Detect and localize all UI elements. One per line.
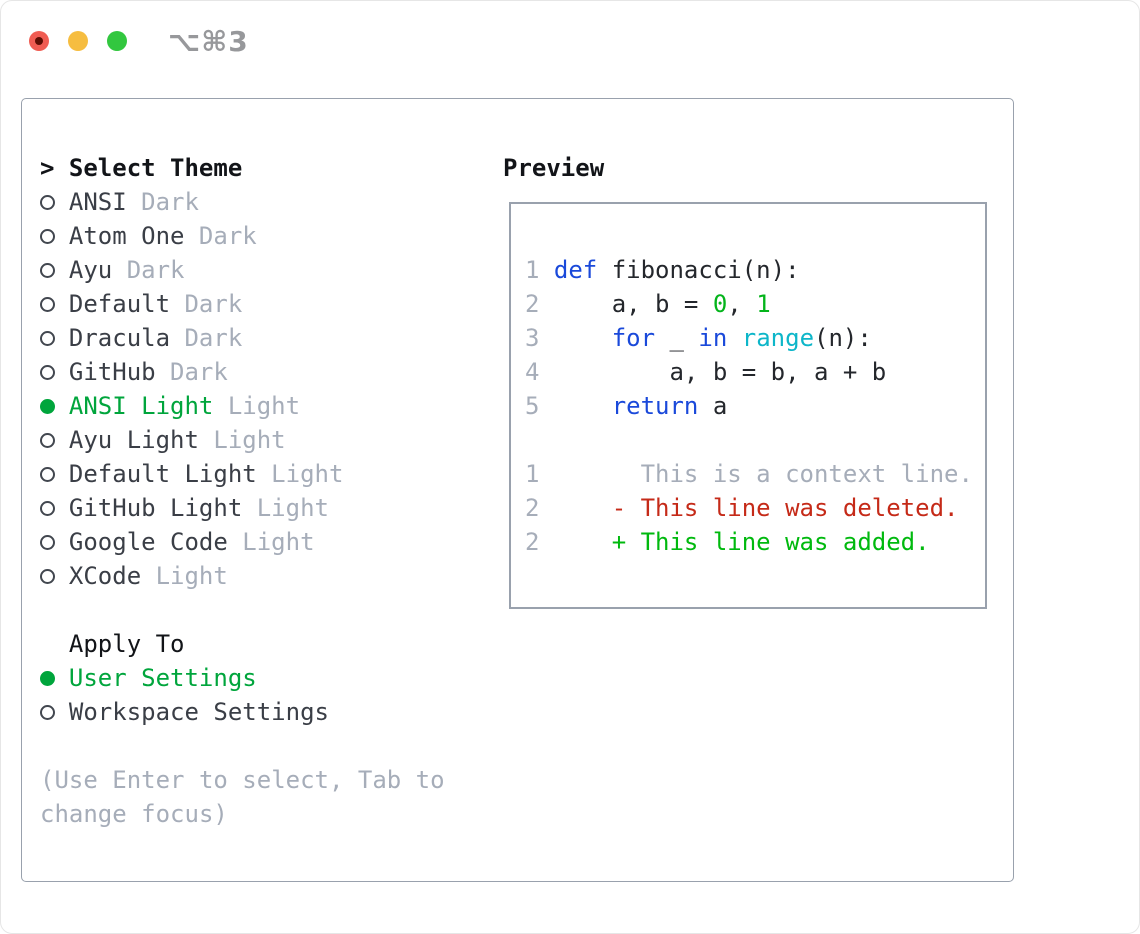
line-number: 2 (525, 528, 540, 556)
select-theme-header: > Select Theme (40, 151, 480, 185)
apply-to-header: Apply To (68, 630, 185, 658)
help-text: (Use Enter to select, Tab to change focu… (40, 766, 445, 828)
radio-selected-icon (40, 670, 55, 686)
radio-icon (40, 568, 55, 584)
minimize-button[interactable] (68, 31, 88, 51)
theme-variant-label: Light (227, 392, 301, 420)
theme-name: Ayu (68, 256, 113, 284)
preview-code-box: 1 def fibonacci(n): 2 a, b = 0, 1 3 for _… (509, 202, 987, 609)
line-number: 1 (525, 256, 540, 284)
code-text: + This line was added. (553, 528, 930, 556)
theme-name: GitHub (68, 358, 156, 386)
radio-icon (40, 704, 55, 720)
theme-name: XCode (68, 562, 142, 590)
code-text: for _ in range(n): (611, 324, 872, 352)
code-line: 3 for _ in range(n): (525, 321, 985, 355)
select-theme-title: Select Theme (68, 154, 243, 182)
cursor-arrow-icon: > (40, 154, 55, 182)
code-text: return a (611, 392, 728, 420)
radio-icon (40, 432, 55, 448)
apply-option-label: Workspace Settings (68, 698, 329, 726)
code-line: 2 a, b = 0, 1 (525, 287, 985, 321)
code-line: 2 + This line was added. (525, 525, 985, 559)
theme-variant-label: Light (242, 528, 315, 556)
line-number: 3 (525, 324, 540, 352)
theme-variant-label: Dark (170, 358, 228, 386)
theme-option-row[interactable]: Atom One Dark (40, 219, 480, 253)
apply-option-row[interactable]: User Settings (40, 661, 480, 695)
code-line (525, 423, 985, 457)
code-text: a, b = 0, 1 (553, 290, 771, 318)
apply-option-label: User Settings (68, 664, 257, 692)
radio-icon (40, 466, 55, 482)
theme-variant-label: Light (155, 562, 228, 590)
theme-name: Ayu Light (68, 426, 199, 454)
theme-name: ANSI Light (68, 392, 214, 420)
theme-option-row[interactable]: Google Code Light (40, 525, 480, 559)
theme-option-row[interactable]: Ayu Light Light (40, 423, 480, 457)
preview-title: Preview (503, 154, 605, 182)
apply-to-list: User Settings Workspace Settings (40, 661, 480, 729)
theme-name: Atom One (68, 222, 185, 250)
theme-option-row[interactable]: GitHub Dark (40, 355, 480, 389)
close-button[interactable] (29, 31, 49, 51)
theme-option-row[interactable]: ANSI Light Light (40, 389, 480, 423)
code-line: 1 def fibonacci(n): (525, 253, 985, 287)
theme-option-row[interactable]: XCode Light (40, 559, 480, 593)
theme-variant-label: Light (213, 426, 286, 454)
window-shortcut-label: ⌥⌘3 (168, 25, 249, 58)
radio-selected-icon (40, 398, 55, 414)
theme-name: Google Code (68, 528, 228, 556)
close-icon (35, 37, 43, 45)
theme-name: Dracula (68, 324, 171, 352)
theme-variant-label: Dark (198, 222, 257, 250)
code-text: - This line was deleted. (553, 494, 959, 522)
theme-name: Default Light (68, 460, 257, 488)
radio-icon (40, 262, 55, 278)
radio-icon (40, 330, 55, 346)
radio-icon (40, 228, 55, 244)
radio-icon (40, 500, 55, 516)
theme-option-row[interactable]: GitHub Light Light (40, 491, 480, 525)
code-line: 2 - This line was deleted. (525, 491, 985, 525)
spacer (40, 593, 480, 627)
radio-icon (40, 296, 55, 312)
theme-variant-label: Dark (184, 324, 243, 352)
theme-name: ANSI (68, 188, 127, 216)
radio-icon (40, 194, 55, 210)
theme-variant-label: Dark (126, 256, 185, 284)
theme-name: Default (68, 290, 171, 318)
radio-icon (40, 534, 55, 550)
code-line: 5 return a (525, 389, 985, 423)
code-text: This is a context line. (553, 460, 973, 488)
code-line: 4 a, b = b, a + b (525, 355, 985, 389)
theme-variant-label: Dark (141, 188, 199, 216)
line-number: 2 (525, 494, 540, 522)
code-text: def fibonacci(n): (553, 256, 800, 284)
titlebar: ⌥⌘3 (1, 1, 1139, 65)
radio-icon (40, 364, 55, 380)
theme-variant-label: Light (256, 494, 329, 522)
theme-option-row[interactable]: Default Dark (40, 287, 480, 321)
code-line: 1 This is a context line. (525, 457, 985, 491)
apply-option-row[interactable]: Workspace Settings (40, 695, 480, 729)
theme-option-row[interactable]: Ayu Dark (40, 253, 480, 287)
theme-option-row[interactable]: Default Light Light (40, 457, 480, 491)
line-number: 4 (525, 358, 540, 386)
spacer (40, 729, 480, 763)
theme-option-row[interactable]: ANSI Dark (40, 185, 480, 219)
theme-variant-label: Light (271, 460, 344, 488)
code-text: a, b = b, a + b (553, 358, 887, 386)
line-number: 5 (525, 392, 540, 420)
zoom-button[interactable] (107, 31, 127, 51)
line-number: 2 (525, 290, 540, 318)
line-number: 1 (525, 460, 540, 488)
theme-name: GitHub Light (68, 494, 243, 522)
theme-option-row[interactable]: Dracula Dark (40, 321, 480, 355)
theme-variant-label: Dark (184, 290, 243, 318)
